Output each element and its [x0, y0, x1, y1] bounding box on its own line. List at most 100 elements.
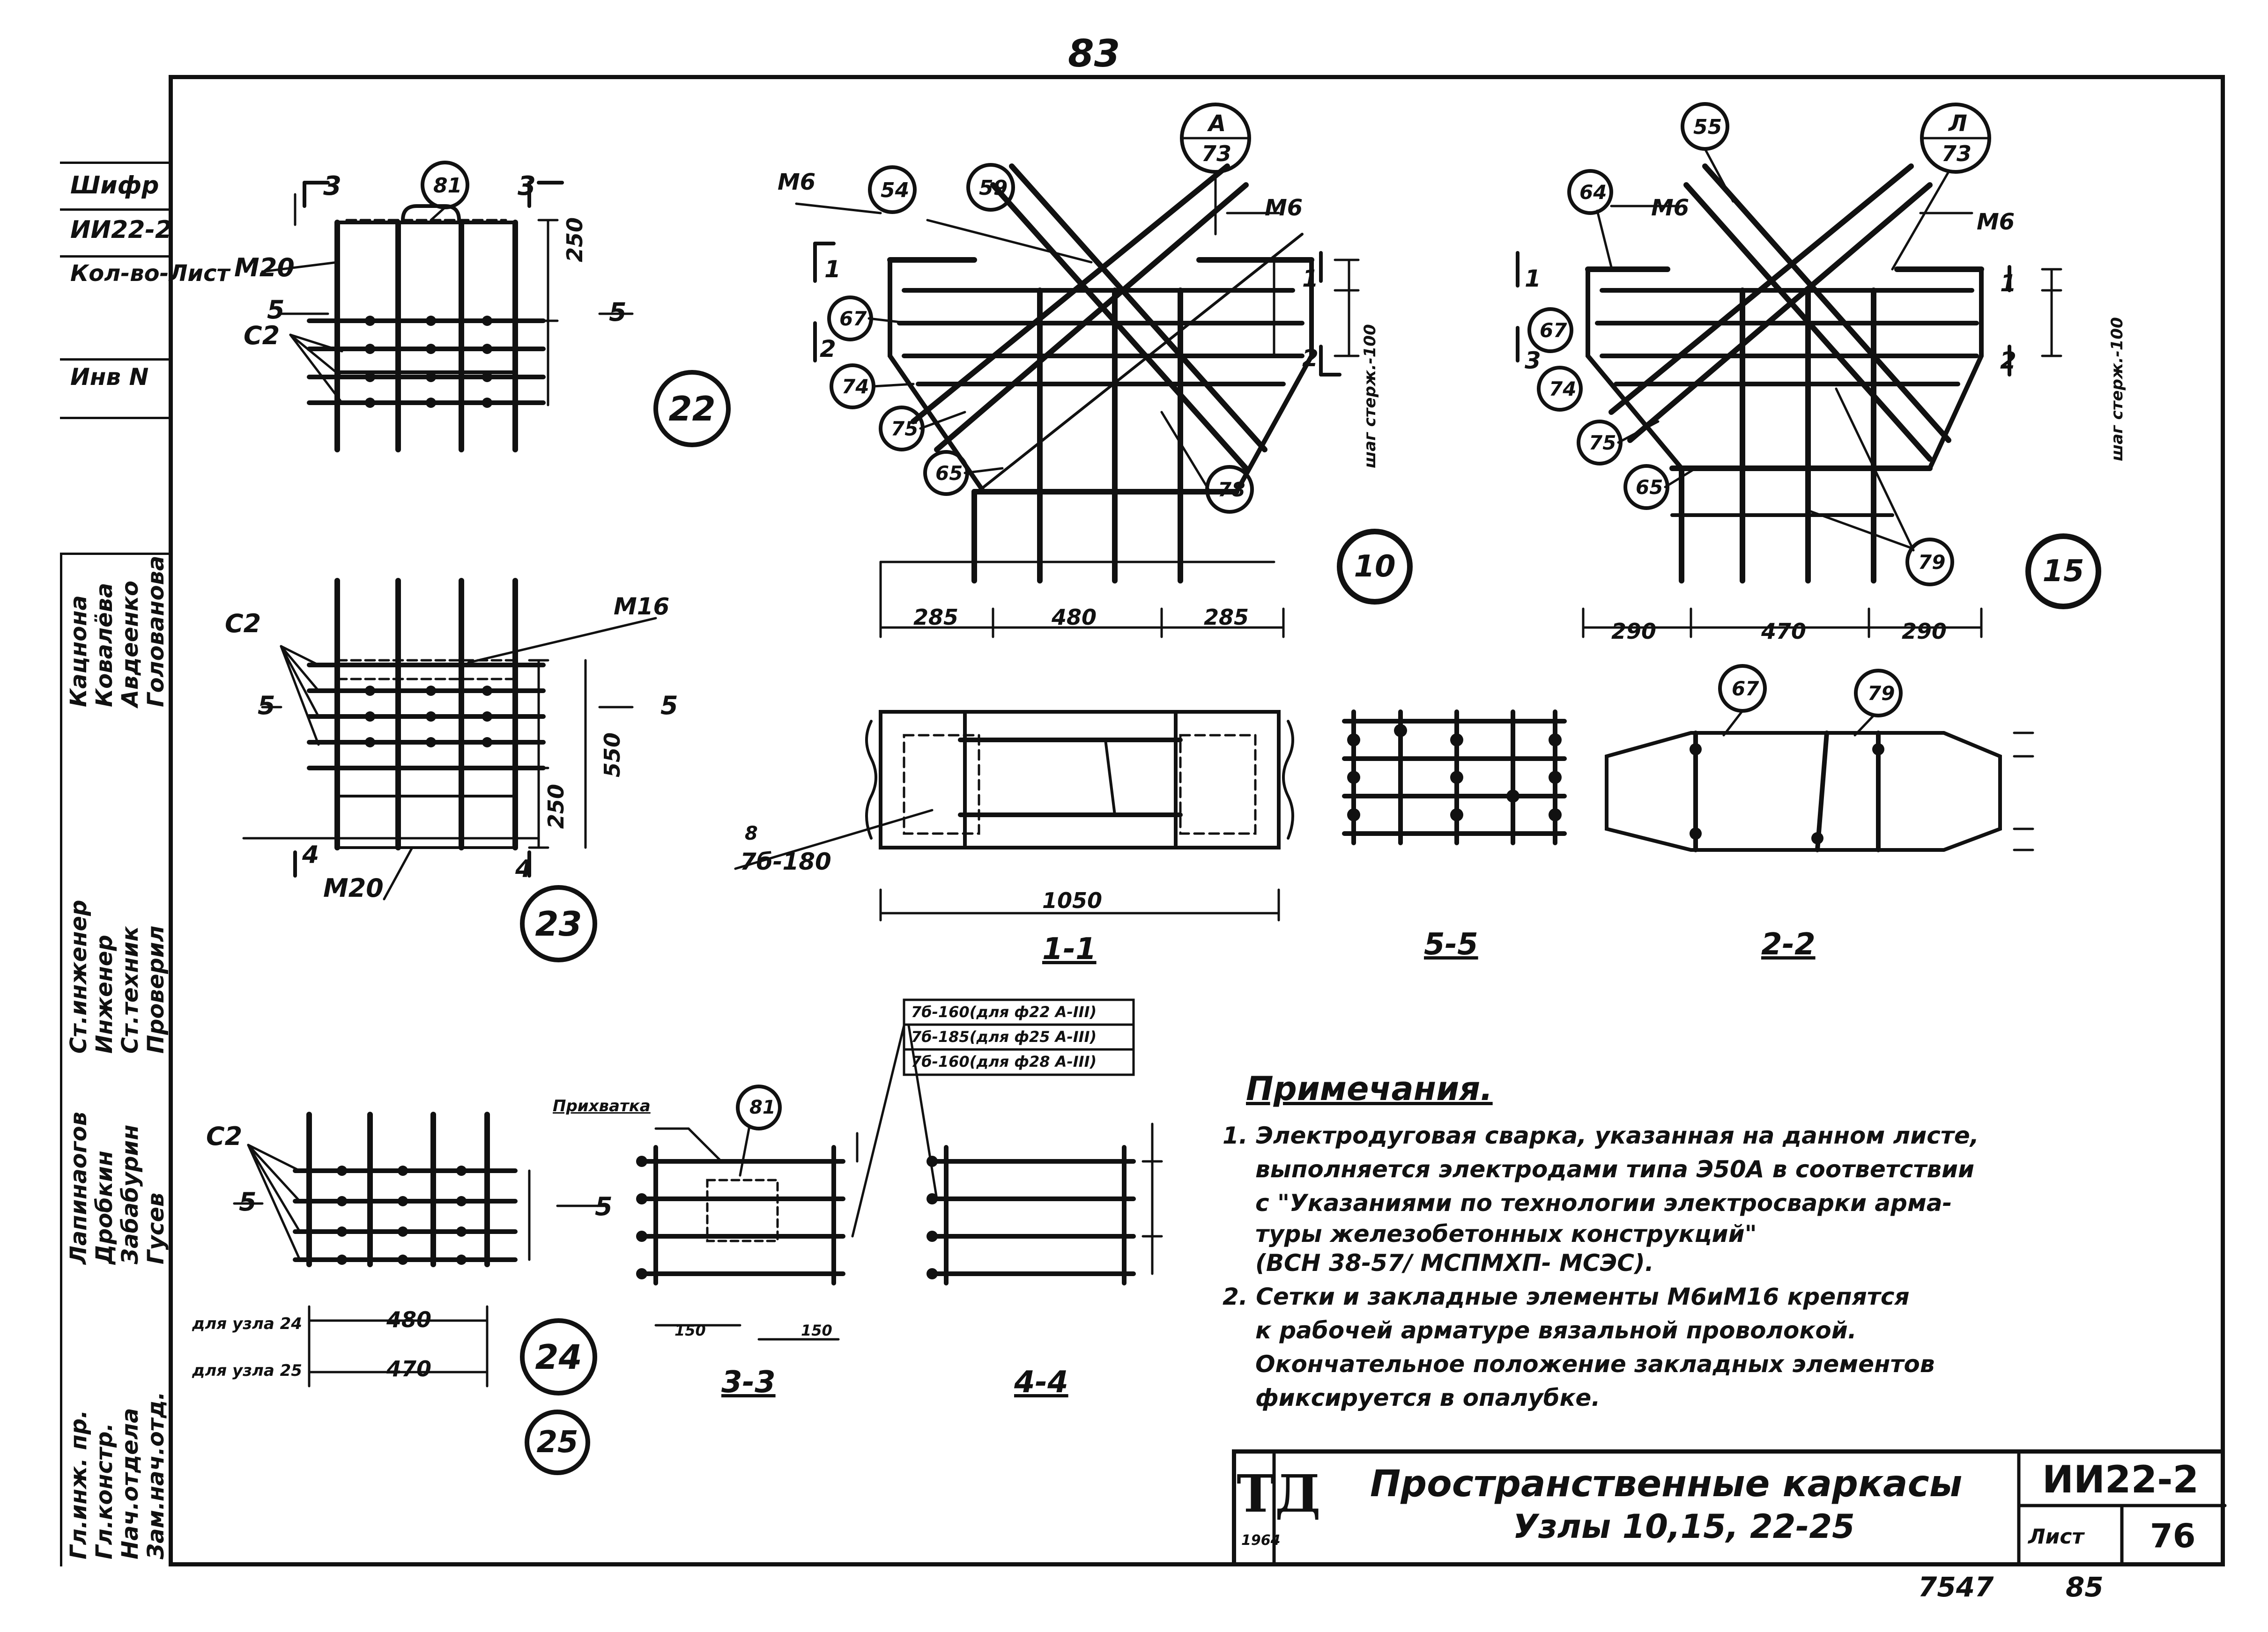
- callout-n15-65: 65: [1636, 476, 1663, 499]
- mark-c2-n24: С2: [206, 1122, 243, 1151]
- title-year: 1964: [1241, 1532, 1281, 1549]
- callout-n15-74: 74: [1549, 377, 1577, 400]
- note-line-3: туры железобетонных конструкций": [1255, 1220, 1757, 1248]
- node-10-text: 10: [1354, 549, 1396, 584]
- callout-sec22-79: 79: [1868, 682, 1895, 705]
- node-22-label: 22: [653, 370, 731, 447]
- mark-5-n22-left: 5: [267, 295, 285, 325]
- node-25-label: 25: [525, 1410, 590, 1475]
- section-label-3-3: 3-3: [721, 1365, 776, 1400]
- dim-s33-left: 150: [674, 1322, 706, 1339]
- note-line-1: выполняется электродами типа Э50А в соот…: [1255, 1156, 1975, 1183]
- node-15-text: 15: [2042, 554, 2084, 589]
- callout-n10-67: 67: [839, 307, 867, 330]
- dim-sec11: 1050: [1042, 888, 1103, 913]
- mark-rod-top: 8: [745, 823, 758, 844]
- dim-n15-right: 290: [1902, 619, 1947, 644]
- dim-n24: 480: [386, 1307, 432, 1332]
- mark-c2-n22: С2: [244, 321, 280, 350]
- mark-5-n24-right: 5: [595, 1192, 613, 1221]
- legend-rod-1: 7б-160(для ф22 А-III): [911, 1003, 1097, 1021]
- node-25-text: 25: [536, 1425, 578, 1460]
- callout-n10-75: 75: [891, 417, 919, 440]
- mark-m6-n15-left: М6: [1651, 195, 1690, 221]
- section-label-2-2: 2-2: [1761, 927, 1816, 962]
- section-1-1-drawing: [734, 710, 1294, 922]
- callout-n15-67: 67: [1540, 319, 1567, 342]
- callout-n15-79: 79: [1918, 551, 1946, 574]
- legend-rod-2: 7б-185(для ф25 А-III): [911, 1028, 1097, 1046]
- dim-n10-right: 285: [1204, 605, 1249, 630]
- section-label-1-1: 1-1: [1042, 932, 1097, 967]
- notes-list: 1. Электродуговая сварка, указанная на д…: [1223, 1124, 1979, 1410]
- section-3-3-drawing: [644, 1024, 905, 1341]
- mark-m6-n15-right: М6: [1977, 209, 2015, 235]
- note-line-2: с "Указаниями по технологии электросварк…: [1255, 1189, 1952, 1217]
- title-line1: Пространственные каркасы: [1370, 1463, 1963, 1505]
- drawing-frame: [169, 75, 2225, 1566]
- note-line-7: Окончательное положение закладных элемен…: [1255, 1351, 1935, 1378]
- callout-n15-64: 64: [1579, 181, 1607, 204]
- rebar-dots: [337, 316, 1884, 1279]
- legend-rod-3: 7б-160(для ф28 А-III): [911, 1053, 1097, 1071]
- title-sheet-label: Лист: [2028, 1525, 2084, 1549]
- node-15-drawing: [1516, 102, 2101, 638]
- mark-3-n22-right: 3: [518, 171, 536, 201]
- callout-n10-ref-bottom: 73: [1201, 141, 1232, 166]
- node-24-text: 24: [535, 1337, 582, 1377]
- note-line-6: к рабочей арматуре вязальной проволокой.: [1255, 1317, 1857, 1344]
- node-24-label: 24: [520, 1318, 597, 1396]
- dim-n22-250: 250: [562, 217, 587, 262]
- title-sheet-no: 76: [2150, 1517, 2196, 1555]
- bottom-number-left: 7547: [1918, 1571, 1994, 1603]
- callout-sec33: 81: [749, 1097, 776, 1118]
- callout-n10-54: 54: [881, 178, 910, 202]
- dim-n10-left: 285: [913, 605, 959, 630]
- callout-node22: 81: [433, 174, 462, 198]
- mark-m16-n23: М16: [614, 593, 670, 620]
- section-label-4-4: 4-4: [1014, 1365, 1068, 1400]
- row-label-u25: для узла 25: [192, 1361, 302, 1380]
- dim-n23-550: 550: [600, 732, 625, 777]
- note-line-8: фиксируется в опалубке.: [1255, 1384, 1601, 1411]
- mark-4-n23-right: 4: [515, 855, 533, 883]
- mark-1-n10-right: 1: [1302, 265, 1319, 292]
- mark-2-n10-left: 2: [820, 335, 836, 362]
- callout-n15-75: 75: [1589, 431, 1616, 454]
- mark-2-n10-right: 2: [1302, 345, 1319, 372]
- title-logo: ТД: [1237, 1463, 1321, 1524]
- callout-n10-65: 65: [935, 462, 963, 485]
- mark-rod: 7б-180: [740, 848, 831, 875]
- side-stamp: [60, 162, 169, 1566]
- mark-3-n22-left: 3: [323, 171, 341, 201]
- callout-n15-55: 55: [1693, 115, 1722, 139]
- mark-5-n23-right: 5: [660, 691, 678, 720]
- dim-n15-left: 290: [1611, 619, 1657, 644]
- mark-m6-n10-right: М6: [1265, 195, 1303, 221]
- callout-n10-ref-top: А: [1208, 111, 1226, 137]
- callout-n10-74: 74: [842, 375, 869, 398]
- mark-prikhvatka: Прихватка: [553, 1097, 651, 1115]
- section-label-5-5: 5-5: [1424, 927, 1478, 962]
- node-10-drawing: [795, 103, 1413, 638]
- node-15-label: 15: [2028, 536, 2098, 606]
- dim-n23-250: 250: [543, 783, 569, 829]
- mark-1-n15-right: 1: [2000, 270, 2016, 297]
- callout-n10-78: 78: [1218, 478, 1245, 501]
- stamp-sheet-label: Кол-во-Лист: [70, 260, 230, 287]
- callout-sec22-67: 67: [1732, 677, 1759, 700]
- node-23-text: 23: [535, 904, 582, 944]
- mark-1-n15-left: 1: [1525, 265, 1541, 292]
- callout-n10-59: 59: [979, 176, 1008, 200]
- mark-2-n15-right: 2: [2000, 347, 2016, 374]
- mark-5-n22-right: 5: [609, 297, 627, 327]
- callout-n15-ref-bottom: 73: [1942, 141, 1972, 166]
- dim-n15-mid: 470: [1761, 619, 1807, 644]
- mark-4-n23-left: 4: [302, 841, 319, 869]
- dim-s33-right: 150: [801, 1322, 832, 1339]
- mark-5-n24-left: 5: [239, 1187, 257, 1217]
- mark-3-n15-left: 3: [1525, 347, 1541, 374]
- title-line2: Узлы 10,15, 22-25: [1513, 1507, 1855, 1546]
- dim-n15-shag: шаг стерж.-100: [2108, 317, 2127, 461]
